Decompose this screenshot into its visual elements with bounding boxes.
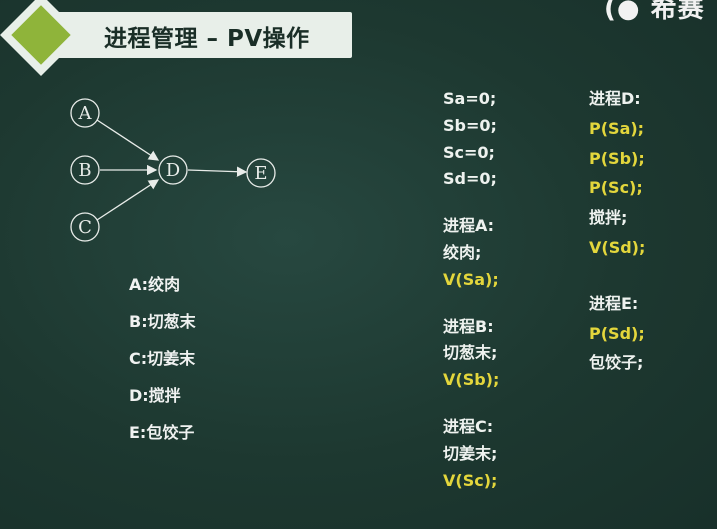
title-bar xyxy=(40,12,352,58)
precedence-graph: A B C D E xyxy=(70,98,276,242)
legend-item: D:搅拌 xyxy=(129,386,181,405)
node-e xyxy=(246,158,276,188)
process-e-line: 包饺子; xyxy=(589,353,644,373)
node-b xyxy=(70,155,100,185)
process-b-line: V(Sb); xyxy=(443,370,500,390)
process-e-title: 进程E: xyxy=(589,293,639,313)
edge-a-d xyxy=(96,119,160,161)
task-legend: A:绞肉 B:切葱末 C:切姜末 D:搅拌 E:包饺子 xyxy=(129,270,196,455)
legend-item: C:切姜末 xyxy=(129,349,196,368)
process-d-line: P(Sc); xyxy=(589,178,643,198)
process-c-line: 切姜末; xyxy=(443,443,498,463)
node-c-label: C xyxy=(78,217,92,238)
edge-d-e xyxy=(187,166,248,177)
node-d-label: D xyxy=(166,160,180,181)
process-d-line: V(Sd); xyxy=(589,237,646,257)
legend-item: E:包饺子 xyxy=(129,423,195,442)
process-e-line: P(Sd); xyxy=(589,323,645,343)
process-a-line: 绞肉; xyxy=(443,242,482,262)
code-column-right: 进程D: P(Sa); P(Sb); P(Sc); 搅拌; V(Sd); 进程E… xyxy=(589,86,645,377)
init-sb: Sb=0; xyxy=(443,115,497,135)
node-c xyxy=(70,212,100,242)
process-a-title: 进程A: xyxy=(443,216,495,236)
process-d-title: 进程D: xyxy=(589,89,641,108)
node-e-label: E xyxy=(254,163,267,184)
process-d-line: P(Sb); xyxy=(589,148,645,168)
legend-item: A:绞肉 xyxy=(129,275,181,294)
init-sc: Sc=0; xyxy=(443,142,495,162)
node-a xyxy=(70,98,100,128)
node-d xyxy=(158,155,188,185)
page-title: 进程管理 – PV操作 xyxy=(104,26,310,52)
process-a-line: V(Sa); xyxy=(443,269,499,289)
node-b-label: B xyxy=(78,160,91,181)
process-b-title: 进程B: xyxy=(443,316,494,336)
logo-text: (● 希赛 xyxy=(604,0,705,24)
process-b-line: 切葱末; xyxy=(443,343,498,363)
process-c-title: 进程C: xyxy=(443,416,494,436)
code-column-left: Sa=0; Sb=0; Sc=0; Sd=0; 进程A: 绞肉; V(Sa); … xyxy=(443,86,499,494)
node-a-label: A xyxy=(78,103,93,124)
init-sd: Sd=0; xyxy=(443,169,497,189)
init-sa: Sa=0; xyxy=(443,89,497,108)
process-c-line: V(Sc); xyxy=(443,470,498,490)
legend-item: B:切葱末 xyxy=(129,312,196,331)
edge-c-d xyxy=(96,179,160,221)
process-d-line: 搅拌; xyxy=(589,208,628,228)
process-d-line: P(Sa); xyxy=(589,118,645,138)
